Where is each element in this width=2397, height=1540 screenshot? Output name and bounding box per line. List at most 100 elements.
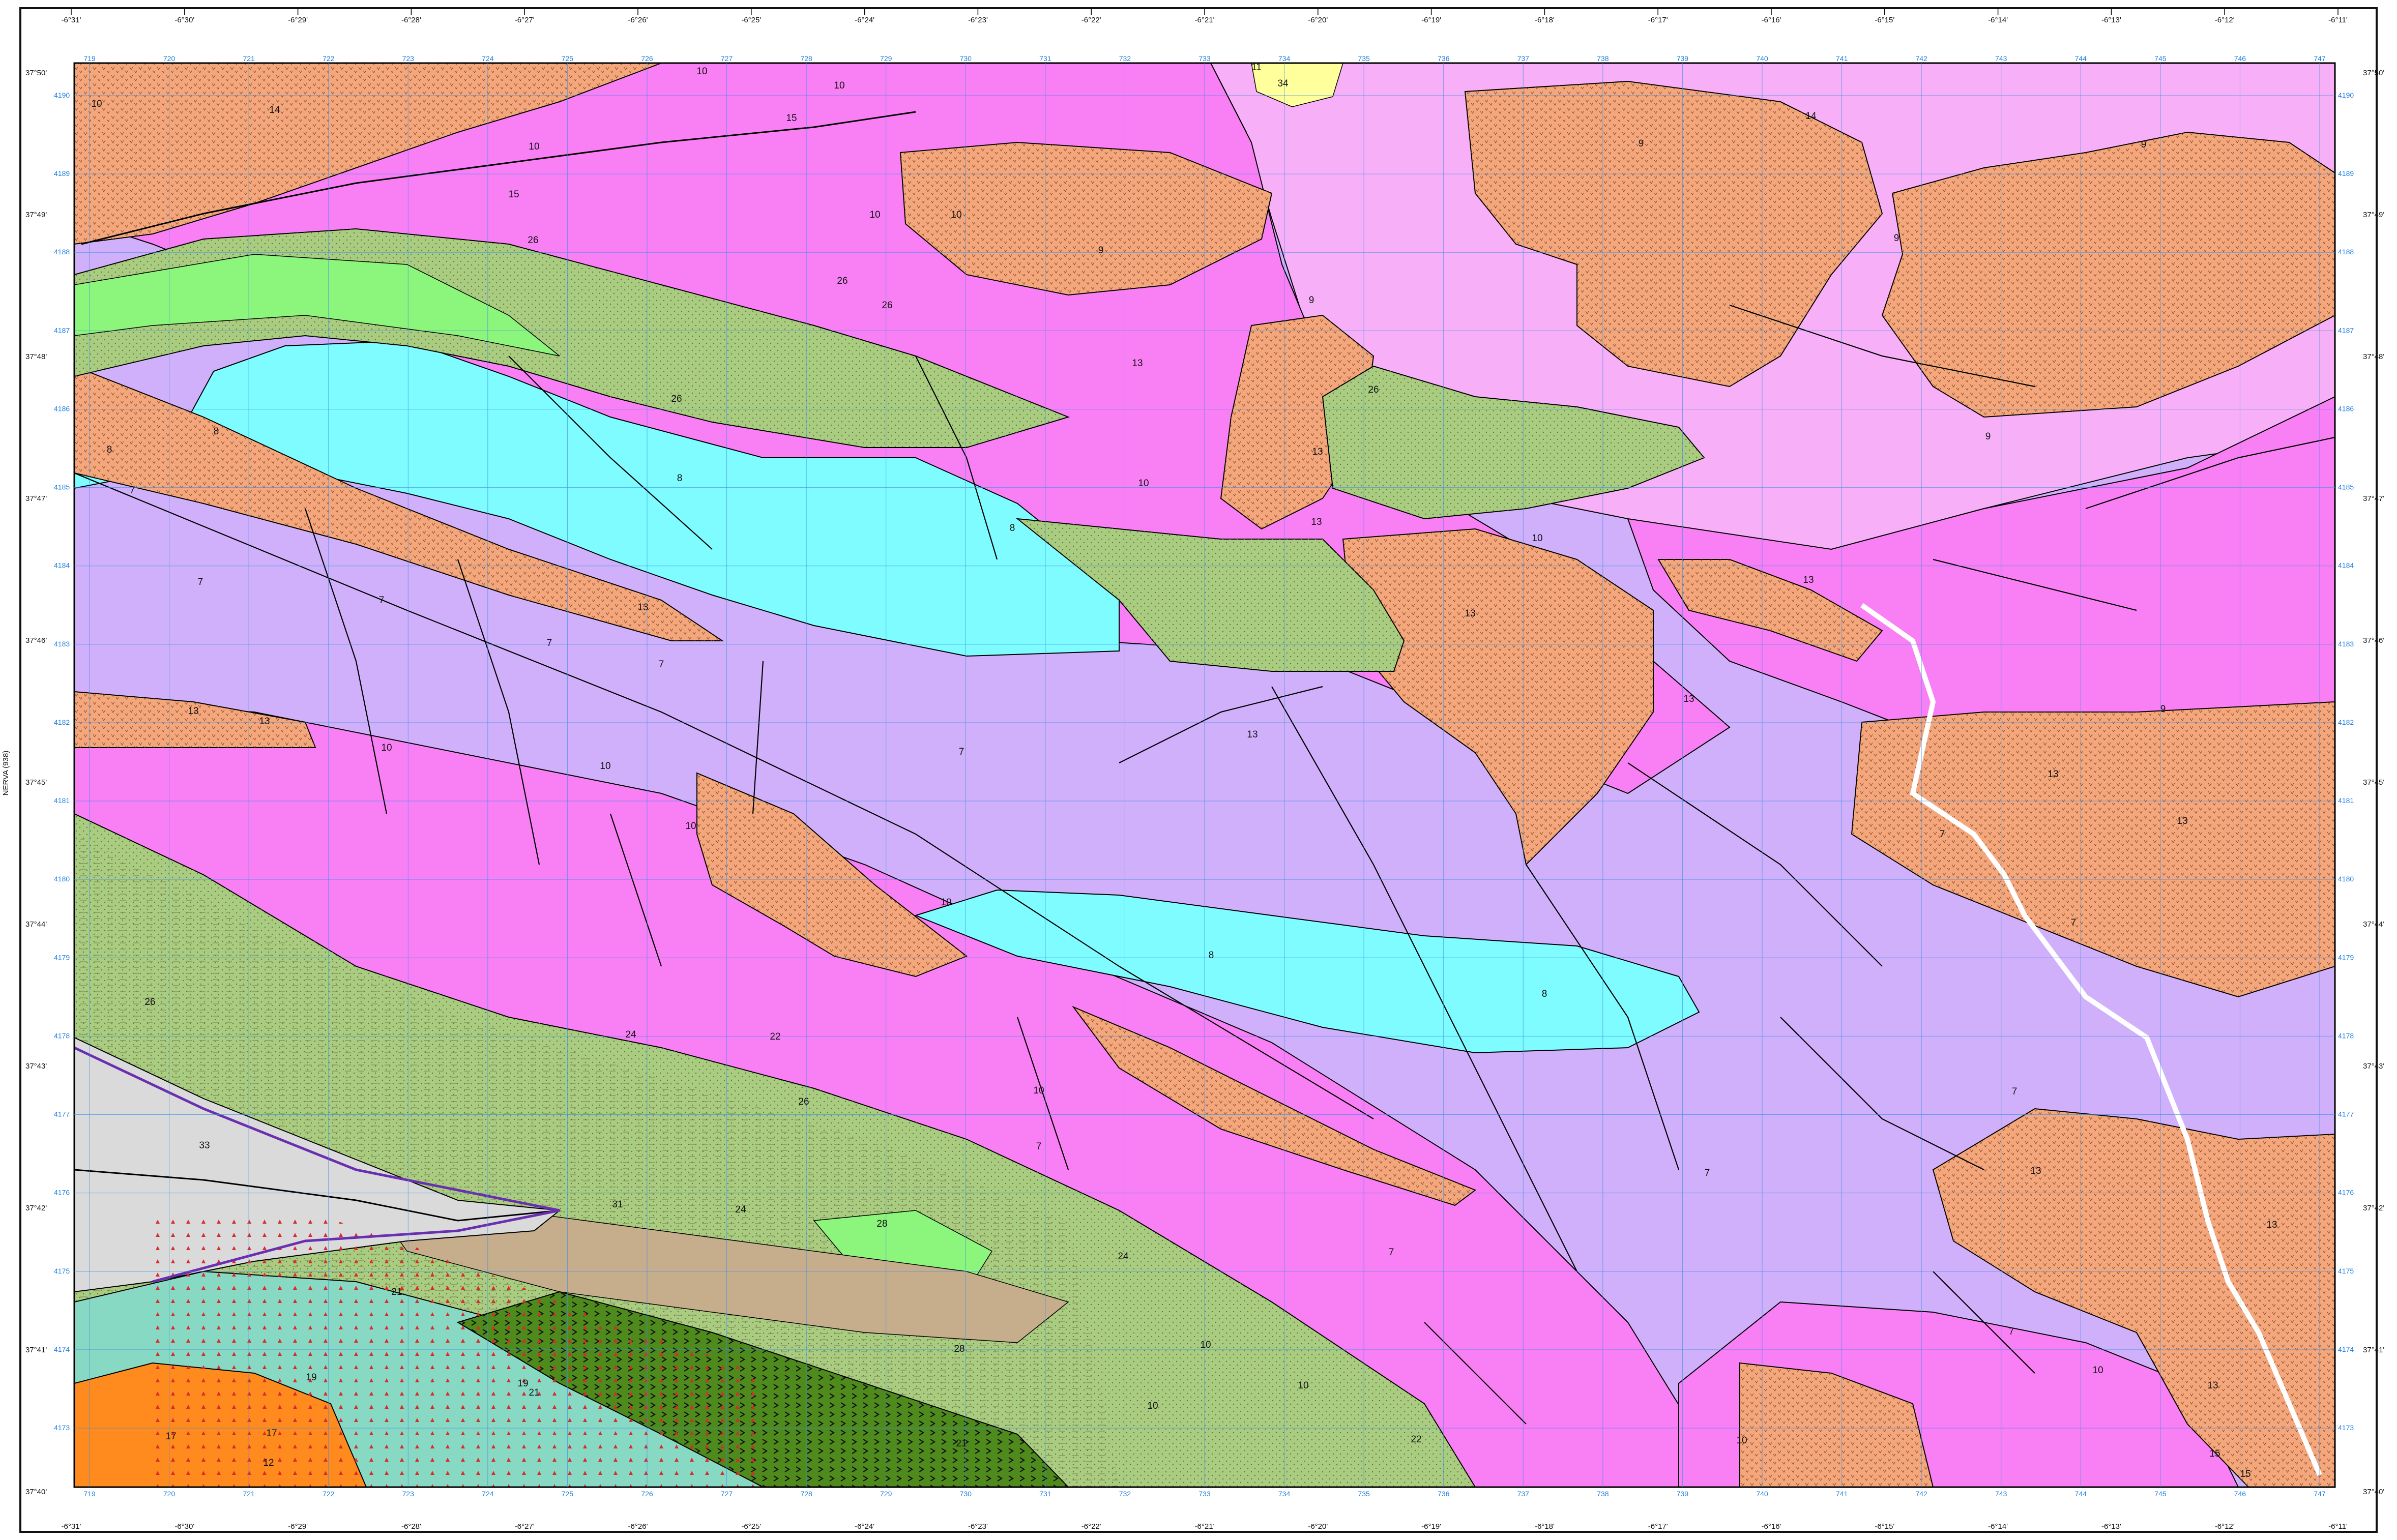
utm-northing-label-right: 4186	[2338, 404, 2354, 412]
map-unit-label-13: 13	[1465, 608, 1475, 619]
utm-easting-label-bottom: 729	[880, 1490, 892, 1498]
map-unit-label-7: 7	[659, 659, 664, 670]
longitude-label-bottom: -6°11'	[2328, 1522, 2348, 1531]
utm-easting-label-bottom: 737	[1517, 1490, 1530, 1498]
map-unit-label-10: 10	[869, 210, 880, 220]
latitude-label-left: 37°40'	[25, 1488, 47, 1496]
utm-easting-label-bottom: 730	[960, 1490, 972, 1498]
thrust-fault-south	[74, 1169, 560, 1222]
utm-easting-label-top: 741	[1836, 54, 1848, 63]
map-unit-label-10: 10	[600, 761, 610, 772]
longitude-label-top: -6°25'	[741, 16, 761, 24]
utm-easting-label-top: 740	[1756, 54, 1768, 63]
longitude-label-bottom: -6°14'	[1988, 1522, 2008, 1531]
longitude-label-top: -6°26'	[628, 16, 648, 24]
latitude-label-right: 37°47'	[2363, 494, 2384, 503]
map-unit-label-26: 26	[837, 276, 847, 286]
map-unit-label-15: 15	[786, 113, 797, 124]
map-unit-label-21: 21	[956, 1438, 967, 1449]
map-unit-label-8: 8	[1209, 950, 1214, 961]
utm-easting-label-bottom: 719	[83, 1490, 96, 1498]
map-unit-label-21: 21	[391, 1287, 402, 1297]
utm-northing-label-right: 4189	[2338, 169, 2354, 177]
map-unit-label-13: 13	[637, 602, 648, 613]
utm-northing-label-right: 4183	[2338, 640, 2354, 648]
utm-grid: 7197197207207217217227227237237247247257…	[54, 54, 2354, 1498]
map-unit-label-13: 13	[1247, 729, 1258, 740]
map-unit-label-13: 13	[259, 716, 270, 727]
utm-northing-label-left: 4180	[54, 875, 70, 883]
latitude-label-left: 37°48'	[25, 352, 47, 361]
utm-easting-label-top: 736	[1438, 54, 1450, 63]
utm-easting-label-bottom: 746	[2234, 1490, 2246, 1498]
utm-easting-label-bottom: 724	[482, 1490, 494, 1498]
utm-easting-label-top: 743	[1995, 54, 2007, 63]
longitude-label-bottom: -6°29'	[288, 1522, 308, 1531]
longitude-label-top: -6°30'	[174, 16, 194, 24]
utm-easting-label-top: 738	[1597, 54, 1609, 63]
map-unit-label-22: 22	[1411, 1434, 1421, 1445]
longitude-label-top: -6°24'	[855, 16, 874, 24]
utm-easting-label-top: 744	[2075, 54, 2087, 63]
map-unit-label-9: 9	[1894, 233, 1899, 244]
map-unit-label-13: 13	[1803, 575, 1814, 585]
sheet-frame	[19, 7, 2378, 1533]
map-unit-label-14: 14	[269, 105, 280, 115]
longitude-label-bottom: -6°25'	[741, 1522, 761, 1531]
longitude-label-bottom: -6°19'	[1421, 1522, 1441, 1531]
utm-northing-label-left: 4189	[54, 169, 70, 177]
utm-easting-label-top: 735	[1358, 54, 1370, 63]
utm-easting-label-top: 739	[1677, 54, 1689, 63]
utm-northing-label-right: 4184	[2338, 561, 2354, 570]
map-unit-label-13: 13	[2266, 1220, 2277, 1230]
utm-easting-label-bottom: 740	[1756, 1490, 1768, 1498]
utm-easting-label-top: 731	[1039, 54, 1051, 63]
map-unit-label-12: 12	[263, 1458, 274, 1468]
map-unit-label-13: 13	[2207, 1380, 2218, 1391]
utm-northing-label-left: 4184	[54, 561, 70, 570]
longitude-label-bottom: -6°13'	[2101, 1522, 2121, 1531]
longitude-label-bottom: -6°24'	[855, 1522, 874, 1531]
utm-easting-label-bottom: 726	[641, 1490, 653, 1498]
map-unit-label-10: 10	[834, 80, 844, 91]
utm-northing-label-right: 4185	[2338, 483, 2354, 491]
map-unit-label-8: 8	[1010, 523, 1015, 534]
utm-easting-label-bottom: 722	[323, 1490, 335, 1498]
map-unit-label-22: 22	[770, 1031, 780, 1042]
unit-13-belts	[74, 63, 2335, 1487]
longitude-label-top: -6°22'	[1081, 16, 1101, 24]
latitude-label-right: 37°50'	[2363, 69, 2384, 77]
map-unit-label-10: 10	[1033, 1085, 1044, 1096]
map-unit-label-17: 17	[165, 1431, 176, 1442]
map-unit-label-10: 10	[685, 821, 696, 832]
longitude-label-top: -6°18'	[1535, 16, 1555, 24]
latitude-label-left: 37°50'	[25, 69, 47, 77]
map-unit-label-34: 34	[1277, 78, 1289, 89]
latitude-label-left: 37°44'	[25, 920, 47, 929]
longitude-label-top: -6°19'	[1421, 16, 1441, 24]
longitude-label-top: -6°13'	[2101, 16, 2121, 24]
latitude-label-left: 37°49'	[25, 211, 47, 219]
utm-easting-label-bottom: 738	[1597, 1490, 1609, 1498]
map-unit-label-10: 10	[1200, 1340, 1211, 1350]
map-unit-label-7: 7	[959, 747, 964, 757]
latitude-label-left: 37°46'	[25, 636, 47, 645]
map-unit-label-9: 9	[1098, 245, 1104, 256]
utm-easting-label-top: 720	[163, 54, 176, 63]
latitude-label-right: 37°42'	[2363, 1204, 2384, 1212]
longitude-label-top: -6°27'	[515, 16, 535, 24]
longitude-label-top: -6°29'	[288, 16, 308, 24]
map-unit-label-10: 10	[2092, 1365, 2103, 1376]
sheet-side-label: NERVA (938)	[2, 751, 10, 796]
utm-easting-label-top: 729	[880, 54, 892, 63]
utm-northing-label-right: 4181	[2338, 796, 2354, 805]
longitude-label-bottom: -6°22'	[1081, 1522, 1101, 1531]
map-unit-label-13: 13	[2030, 1166, 2041, 1176]
map-unit-label-14: 14	[1805, 111, 1817, 122]
map-unit-label-28: 28	[954, 1344, 964, 1354]
fault-lines	[74, 304, 2335, 1425]
map-unit-label-7: 7	[1940, 829, 1945, 840]
map-unit-label-26: 26	[882, 300, 892, 311]
utm-northing-label-right: 4175	[2338, 1267, 2354, 1275]
map-unit-label-11: 11	[1251, 62, 1262, 73]
